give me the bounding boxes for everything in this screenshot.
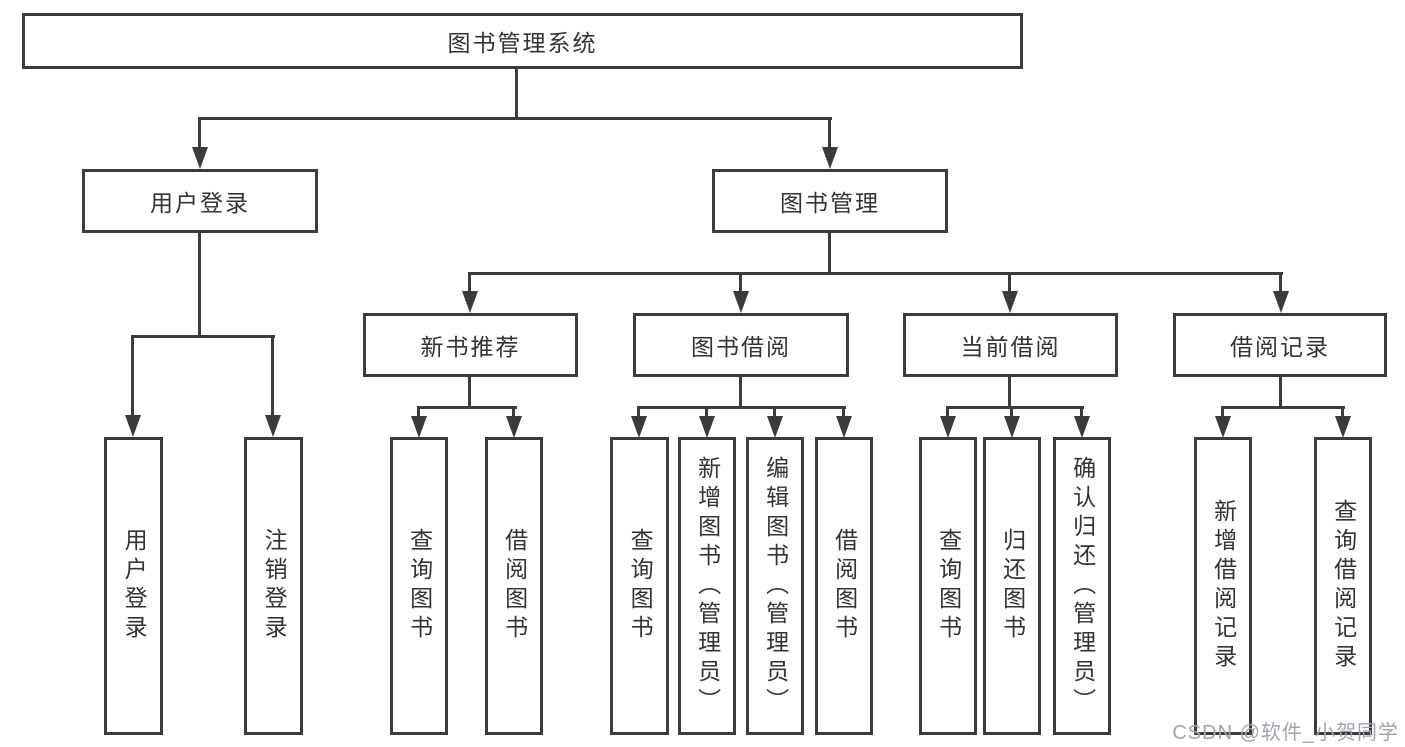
connector-line [828,233,831,275]
connector-line [1008,377,1011,409]
connector-line [828,117,831,149]
arrowhead-icon [411,416,427,438]
connector-line [842,406,845,420]
connector-line [1010,406,1013,420]
arrowhead-icon [462,291,478,313]
leaf-confirm-return-admin: 确认归还（管理员） [1053,437,1111,735]
leaf-label: 编辑图书（管理员） [762,455,789,717]
arrowhead-icon [1004,416,1020,438]
arrowhead-icon [1215,416,1231,438]
connector-line [468,377,471,409]
arrowhead-icon [1002,291,1018,313]
leaf-add-book-admin: 新增图书（管理员） [678,437,736,735]
connector-line [947,406,1084,409]
arrowhead-icon [125,415,141,437]
leaf-label: 新增借阅记录 [1210,499,1237,673]
connector-line [1279,377,1282,409]
leaf-label: 注销登录 [261,528,288,644]
connector-line [739,272,742,294]
arrowhead-icon [192,147,208,169]
leaf-label: 查询图书 [406,528,433,644]
node-borrow-records: 借阅记录 [1173,313,1387,377]
arrowhead-icon [940,416,956,438]
leaf-borrow-book: 借阅图书 [815,437,873,735]
node-book-borrow: 图书借阅 [633,313,849,377]
arrowhead-icon [631,416,647,438]
node-book-management-label: 图书管理 [780,190,880,216]
node-borrow-records-label: 借阅记录 [1230,334,1330,360]
arrowhead-icon [1074,416,1090,438]
leaf-label: 用户登录 [121,528,148,644]
arrowhead-icon [822,147,838,169]
leaf-query-borrow-record: 查询借阅记录 [1314,437,1372,735]
leaf-label: 借阅图书 [831,528,858,644]
connector-line [739,377,742,409]
node-book-management: 图书管理 [712,169,948,233]
connector-line [417,406,420,420]
leaf-return-book: 归还图书 [983,437,1041,735]
connector-line [946,406,949,420]
connector-line [1341,406,1344,420]
leaf-query-book-recommend: 查询图书 [390,437,448,735]
leaf-user-login: 用户登录 [104,437,163,735]
node-user-login-label: 用户登录 [150,190,250,216]
node-root: 图书管理系统 [22,13,1023,69]
leaf-borrow-book-recommend: 借阅图书 [485,437,543,735]
connector-line [132,335,275,338]
connector-line [515,68,518,118]
arrowhead-icon [1335,416,1351,438]
leaf-label: 查询图书 [627,528,654,644]
node-new-book-recommend: 新书推荐 [363,313,578,377]
connector-line [1080,406,1083,420]
arrowhead-icon [699,416,715,438]
connector-line [512,406,515,420]
leaf-label: 归还图书 [999,528,1026,644]
node-current-borrow-label: 当前借阅 [960,334,1061,360]
connector-line [1008,272,1011,294]
leaf-edit-book-admin: 编辑图书（管理员） [746,437,804,735]
connector-line [1222,406,1345,409]
arrowhead-icon [733,291,749,313]
leaf-query-book-current: 查询图书 [919,437,977,735]
leaf-label: 查询借阅记录 [1330,499,1357,673]
leaf-add-borrow-record: 新增借阅记录 [1194,437,1252,735]
leaf-label: 新增图书（管理员） [694,455,721,717]
connector-line [469,272,1283,275]
csdn-watermark: CSDN @软件_小贺同学 [1172,722,1399,744]
node-new-book-recommend-label: 新书推荐 [420,334,521,360]
node-root-label: 图书管理系统 [447,30,598,56]
node-book-borrow-label: 图书借阅 [691,334,791,360]
leaf-label: 查询图书 [935,528,962,644]
connector-line [417,406,517,409]
leaf-logout: 注销登录 [244,437,303,735]
connector-line [198,233,201,338]
arrowhead-icon [1273,291,1289,313]
connector-line [1279,272,1282,294]
connector-line [468,272,471,294]
connector-line [131,335,134,417]
arrowhead-icon [506,416,522,438]
connector-line [271,335,274,417]
connector-line [1221,406,1224,420]
connector-line [705,406,708,420]
connector-line [198,117,201,149]
connector-line [773,406,776,420]
leaf-label: 确认归还（管理员） [1069,455,1096,717]
connector-line [199,117,832,120]
node-user-login: 用户登录 [82,169,318,233]
leaf-label: 借阅图书 [501,528,528,644]
connector-line [637,406,640,420]
leaf-query-book-borrow: 查询图书 [610,437,669,735]
arrowhead-icon [767,416,783,438]
arrowhead-icon [265,415,281,437]
arrowhead-icon [836,416,852,438]
connector-line [638,406,846,409]
node-current-borrow: 当前借阅 [903,313,1118,377]
